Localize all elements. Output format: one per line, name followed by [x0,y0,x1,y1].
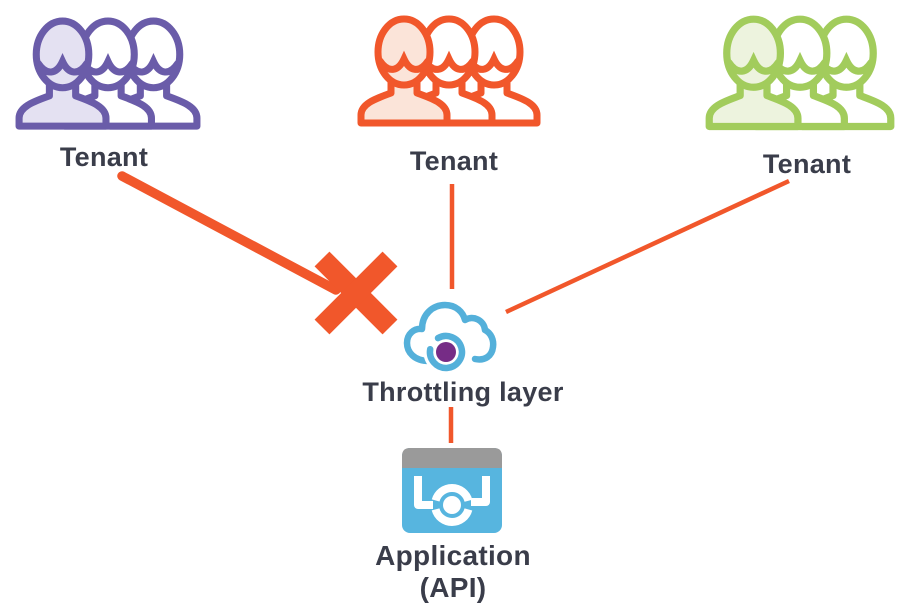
tenant-label-left: Tenant [59,142,149,172]
users-group-icon [702,13,898,131]
connector-line-right [505,178,790,315]
tenant-group-left [12,15,204,130]
tenant-group-right [702,13,898,131]
throttling-node [398,294,498,382]
application-node [402,448,502,533]
users-group-icon [354,13,544,127]
users-group-icon [12,15,204,130]
api-label: (API) [419,572,487,603]
api-window-icon [402,448,502,533]
throttling-label: Throttling layer [362,377,564,407]
blocked-x-icon [314,251,398,335]
application-label: Application [375,540,531,571]
tenant-label-middle: Tenant [409,146,499,176]
cloud-sync-icon [403,301,497,375]
tenant-label-right: Tenant [762,149,852,179]
connector-line-blocked [117,171,341,295]
tenant-group-middle [354,13,544,127]
